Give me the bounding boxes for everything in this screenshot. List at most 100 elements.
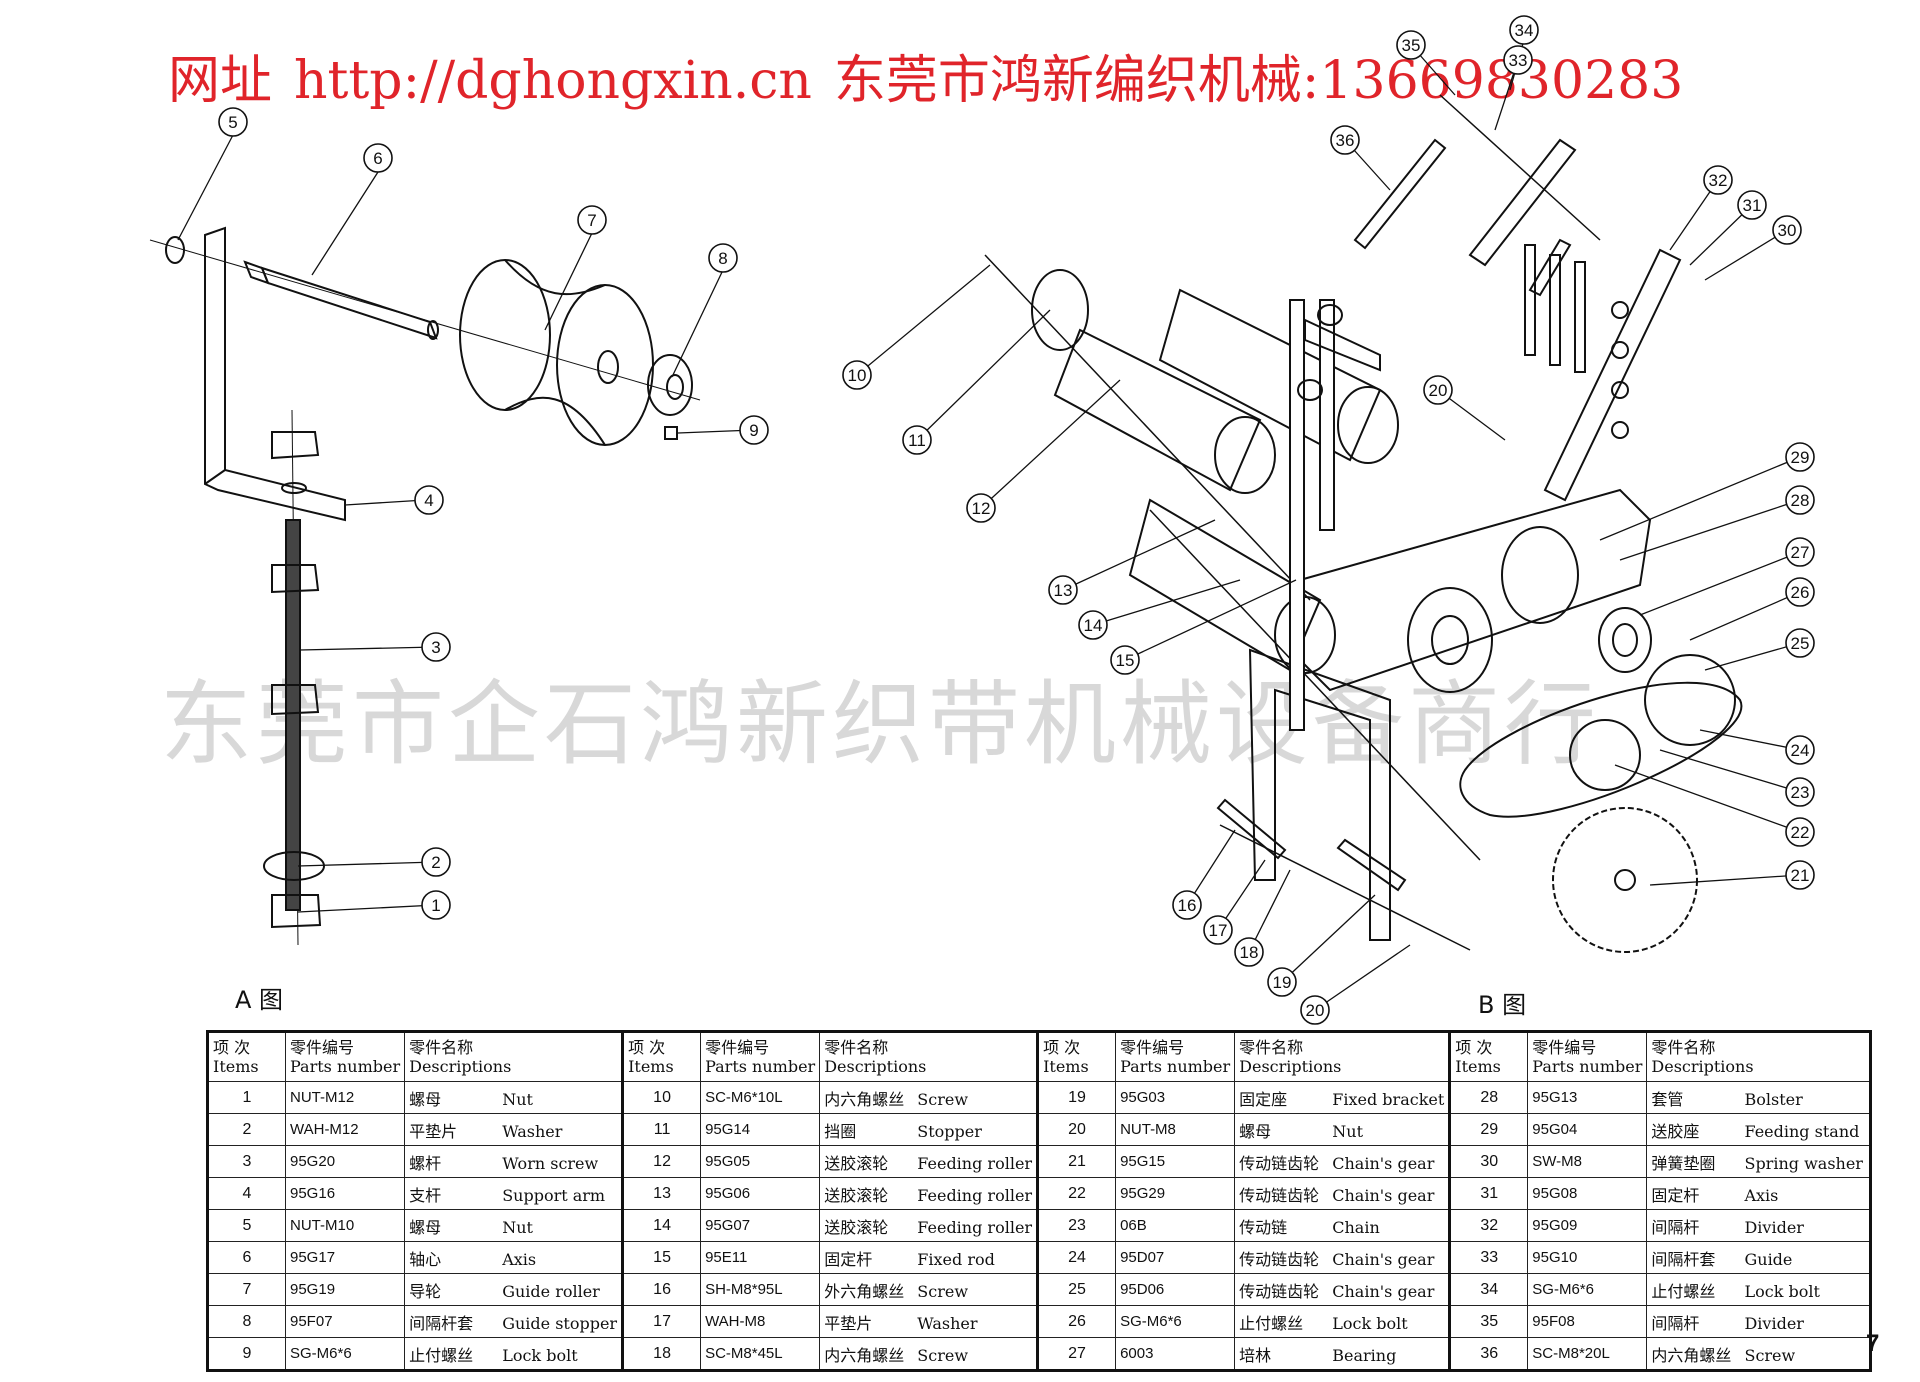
callout-18: 18 [1234,937,1264,967]
callout-32: 32 [1703,165,1733,195]
item-number: 1 [207,1081,286,1114]
item-number: 32 [1448,1209,1529,1242]
callout-11: 11 [902,425,932,455]
part-description: 固定杆 Axis [1646,1177,1872,1210]
svg-text:6: 6 [373,149,382,168]
figure-a-label: A 图 [235,986,284,1014]
svg-text:4: 4 [424,491,433,510]
part-description: 内六角螺丝 Screw [1646,1337,1872,1371]
part-number: 95G20 [284,1145,406,1178]
part-number: 95G19 [284,1273,406,1306]
part-number: 95G29 [1115,1177,1236,1210]
item-number: 16 [621,1273,702,1306]
figure-a-drawing [149,226,701,946]
callout-5: 5 [218,107,248,137]
callout-19: 19 [1267,967,1297,997]
part-description: 轴心 Axis [404,1241,624,1274]
item-number: 9 [207,1337,286,1371]
svg-text:9: 9 [749,421,758,440]
part-description: 止付螺丝 Lock bolt [1234,1305,1451,1338]
callout-13: 13 [1048,575,1078,605]
part-number: NUT-M8 [1115,1113,1236,1146]
item-number: 23 [1036,1209,1117,1242]
part-description: 螺杆 Worn screw [404,1145,624,1178]
part-number: SH-M8*95L [700,1273,821,1306]
item-number: 5 [207,1209,286,1242]
item-number: 26 [1036,1305,1117,1338]
part-number: SC-M8*20L [1527,1337,1648,1371]
svg-text:1: 1 [431,896,440,915]
svg-text:7: 7 [587,211,596,230]
callout-30: 30 [1772,215,1802,245]
part-number: 95G15 [1115,1145,1236,1178]
svg-text:26: 26 [1791,583,1810,602]
part-description: 内六角螺丝 Screw [819,1081,1039,1114]
item-number: 10 [621,1081,702,1114]
svg-text:20: 20 [1429,381,1448,400]
part-description: 送胶滚轮 Feeding roller [819,1177,1039,1210]
item-number: 19 [1036,1081,1117,1114]
url-label: 网址 [168,51,273,111]
svg-text:24: 24 [1791,741,1810,760]
part-description: 间隔杆 Divider [1646,1209,1872,1242]
svg-text:36: 36 [1336,131,1355,150]
part-description: 送胶座 Feeding stand [1646,1113,1872,1146]
part-number: 06B [1115,1209,1236,1242]
part-description: 传动链齿轮 Chain's gear [1234,1241,1451,1274]
item-number: 20 [1036,1113,1117,1146]
item-number: 36 [1448,1337,1529,1371]
item-number: 30 [1448,1145,1529,1178]
item-number: 27 [1036,1337,1117,1371]
svg-text:25: 25 [1791,634,1810,653]
part-number: 95G16 [284,1177,406,1210]
callout-17: 17 [1203,915,1233,945]
part-number: 95F08 [1527,1305,1648,1338]
svg-text:33: 33 [1509,51,1528,70]
part-number: 95G13 [1527,1081,1648,1114]
svg-text:10: 10 [848,366,867,385]
svg-text:29: 29 [1791,448,1810,467]
part-description: 弹簧垫圈 Spring washer [1646,1145,1872,1178]
svg-text:31: 31 [1743,196,1762,215]
part-description: 内六角螺丝 Screw [819,1337,1039,1371]
svg-text:17: 17 [1209,921,1228,940]
part-number: 95G06 [700,1177,821,1210]
callout-25: 25 [1785,628,1815,658]
leader-lines [177,39,1801,1011]
callout-20: 20 [1300,995,1330,1025]
part-number: NUT-M10 [284,1209,406,1242]
callout-34: 34 [1509,15,1539,45]
callout-16: 16 [1172,890,1202,920]
part-description: 螺母 Nut [404,1209,624,1242]
item-number: 11 [621,1113,702,1146]
callout-10: 10 [842,360,872,390]
website-url[interactable]: http://dghongxin.cn [294,51,812,111]
part-number: SG-M6*6 [1115,1305,1236,1338]
part-description: 螺母 Nut [1234,1113,1451,1146]
callout-7: 7 [577,205,607,235]
svg-text:35: 35 [1402,36,1421,55]
item-number: 8 [207,1305,286,1338]
item-number: 4 [207,1177,286,1210]
item-number: 14 [621,1209,702,1242]
callout-6: 6 [363,143,393,173]
item-number: 31 [1448,1177,1529,1210]
callout-35: 35 [1396,30,1426,60]
svg-text:20: 20 [1306,1001,1325,1020]
part-description: 导轮 Guide roller [404,1273,624,1306]
svg-text:12: 12 [972,499,991,518]
item-number: 3 [207,1145,286,1178]
svg-text:2: 2 [431,853,440,872]
svg-text:13: 13 [1054,581,1073,600]
callout-24: 24 [1785,735,1815,765]
callout-22: 22 [1785,817,1815,847]
